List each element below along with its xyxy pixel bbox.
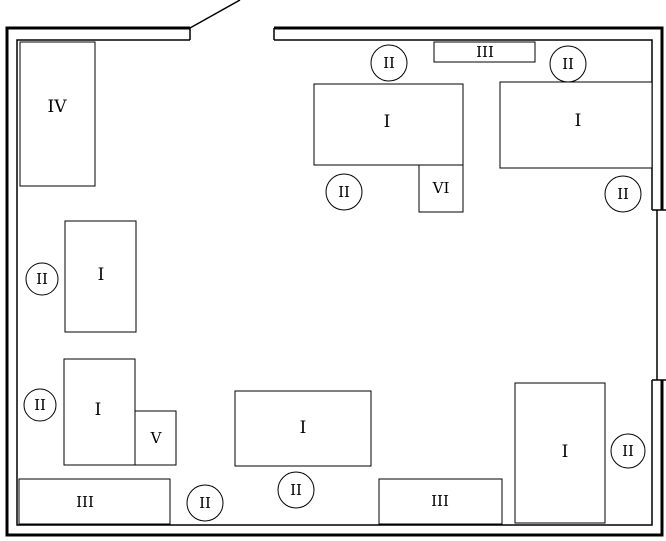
chair-9: II	[610, 433, 646, 469]
desk-2: I	[499, 81, 653, 169]
chair-label: II	[622, 442, 634, 460]
desk-rect	[313, 83, 464, 166]
window	[652, 209, 666, 381]
desk-5: I	[234, 390, 372, 467]
box-label: VI	[432, 179, 450, 197]
chair-label: II	[199, 494, 211, 512]
desk-label: I	[98, 265, 105, 285]
chair-circle	[604, 175, 642, 213]
desk-label: I	[575, 111, 582, 131]
wardrobe-label: IV	[48, 97, 68, 117]
chair-circle	[610, 433, 646, 469]
chair-circle	[23, 388, 57, 422]
outer-wall-right-top	[274, 26, 664, 210]
cabinet-label: III	[431, 492, 449, 510]
chair-3: II	[325, 173, 363, 211]
desk-rect	[63, 358, 136, 466]
wardrobe-iv: IV	[19, 41, 96, 187]
cabinet-label: III	[76, 493, 94, 511]
chair-label: II	[562, 55, 574, 73]
desk-4: I	[63, 358, 136, 466]
chair-8: II	[186, 484, 224, 522]
desk-label: I	[95, 400, 102, 420]
chair-7: II	[277, 471, 315, 509]
chair-circle	[325, 173, 363, 211]
chair-label: II	[617, 185, 629, 203]
desk-rect	[64, 220, 137, 333]
cabinet-rect	[433, 41, 536, 63]
box-v: V	[134, 410, 177, 466]
chair-label: II	[290, 481, 302, 499]
chair-circle	[549, 45, 587, 83]
desk-label: I	[562, 442, 569, 462]
desk-rect	[499, 81, 653, 169]
cabinet-bottom-left: III	[18, 478, 171, 525]
chair-4: II	[604, 175, 642, 213]
chair-label: II	[338, 183, 350, 201]
cabinet-rect	[378, 478, 503, 525]
box-rect	[418, 164, 464, 213]
cabinet-top: III	[433, 41, 536, 63]
box-rect	[134, 410, 177, 466]
wardrobe-rect	[19, 41, 96, 187]
chair-circle	[186, 484, 224, 522]
chair-2: II	[549, 45, 587, 83]
outer-wall-left-bottom	[5, 26, 664, 537]
chair-6: II	[23, 388, 57, 422]
desk-label: I	[384, 112, 391, 132]
desk-rect	[234, 390, 372, 467]
chair-5: II	[25, 262, 59, 296]
cabinet-rect	[18, 478, 171, 525]
chair-circle	[25, 262, 59, 296]
cabinet-bottom-middle: III	[378, 478, 503, 525]
desk-6: I	[514, 382, 606, 524]
desk-rect	[514, 382, 606, 524]
cabinet-label: III	[476, 43, 494, 61]
chair-1: II	[370, 44, 408, 82]
door-leaf	[189, 0, 241, 29]
desk-1: I	[313, 83, 464, 166]
chair-label: II	[36, 270, 48, 288]
desk-label: I	[300, 418, 307, 438]
desk-3: I	[64, 220, 137, 333]
inner-wall-left-bottom	[16, 39, 653, 526]
chair-label: II	[383, 54, 395, 72]
box-label: V	[150, 429, 163, 447]
box-vi: VI	[418, 164, 464, 213]
chair-circle	[277, 471, 315, 509]
chair-circle	[370, 44, 408, 82]
chair-label: II	[34, 396, 46, 414]
